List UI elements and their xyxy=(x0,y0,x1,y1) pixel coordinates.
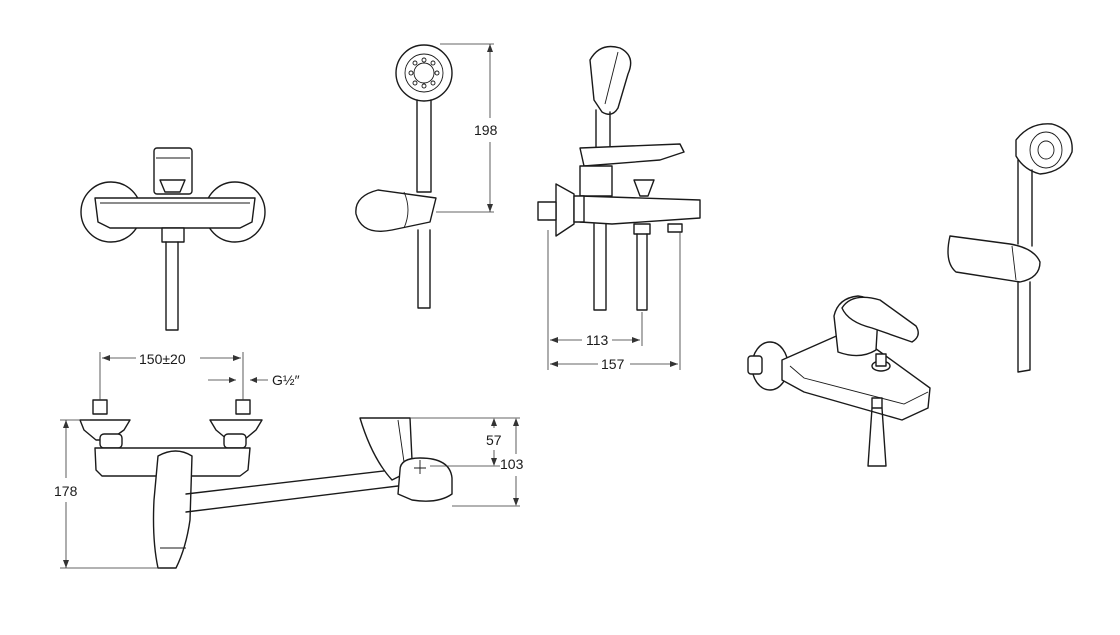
dim-103-label: 103 xyxy=(500,456,524,472)
dimension-150: 150±20 xyxy=(99,351,244,400)
dimension-157: 157 xyxy=(550,232,681,372)
dimension-198: 198 xyxy=(436,43,498,213)
dimension-57: 57 xyxy=(410,417,520,467)
dimension-113: 113 xyxy=(547,230,643,370)
front-view-mixer xyxy=(80,147,266,331)
dim-178-label: 178 xyxy=(54,483,78,499)
dimension-thread: G½″ xyxy=(208,372,300,388)
dimension-178: 178 xyxy=(54,419,160,569)
side-view-mixer xyxy=(537,45,701,311)
dim-113-label: 113 xyxy=(586,332,609,348)
dim-157-label: 157 xyxy=(601,356,625,372)
hand-shower-front-view xyxy=(355,44,453,309)
isometric-mixer xyxy=(747,295,931,467)
dimension-103: 103 xyxy=(452,418,524,507)
dim-thread-label: G½″ xyxy=(272,372,300,388)
dim-150-label: 150±20 xyxy=(139,351,186,367)
dim-57-label: 57 xyxy=(486,432,502,448)
isometric-hand-shower xyxy=(947,123,1073,373)
plan-view-mixer xyxy=(79,399,453,569)
dim-198-label: 198 xyxy=(474,122,498,138)
